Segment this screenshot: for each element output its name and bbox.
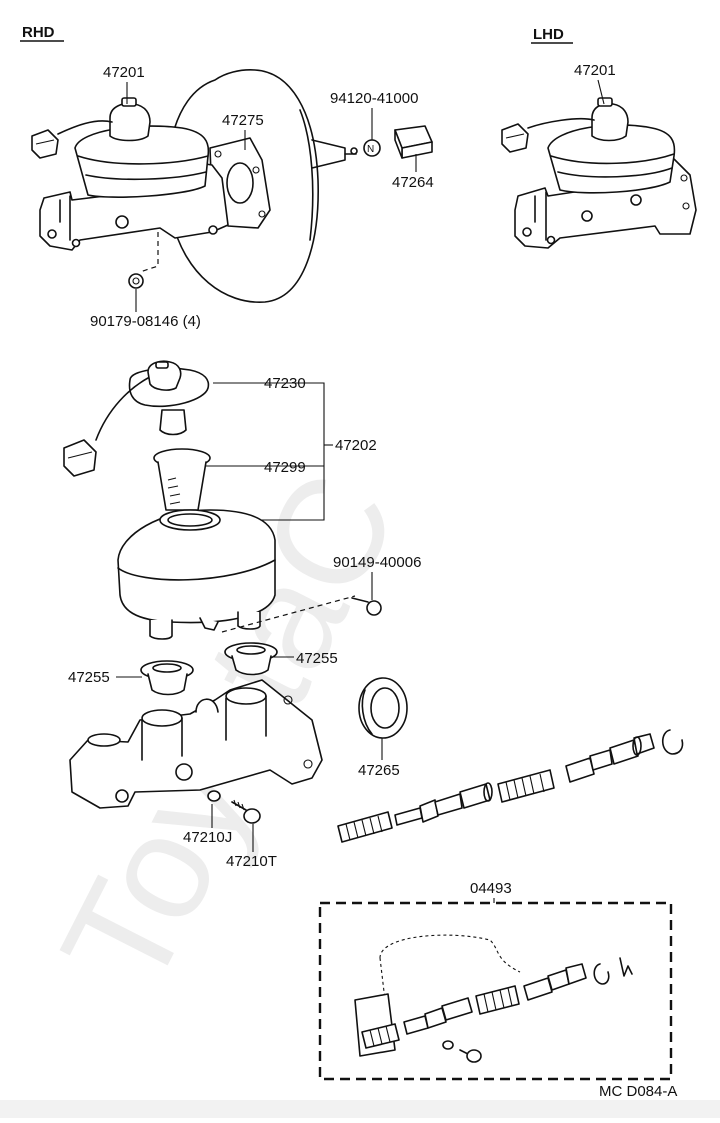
grommet-47255-left bbox=[140, 660, 194, 696]
piston-2 bbox=[565, 733, 655, 783]
piston-1 bbox=[394, 782, 493, 826]
rhd-header: RHD bbox=[22, 24, 55, 41]
label-47201-lhd: 47201 bbox=[574, 62, 616, 79]
bolt-47210T bbox=[231, 799, 261, 824]
label-94120-41000: 94120-41000 bbox=[330, 90, 418, 107]
label-47299: 47299 bbox=[264, 459, 306, 476]
kit-spring-2 bbox=[475, 985, 520, 1015]
kit-piston-1 bbox=[403, 997, 473, 1035]
washer-47210J bbox=[207, 790, 221, 802]
label-47202: 47202 bbox=[335, 437, 377, 454]
grommet-47255-right bbox=[224, 642, 278, 676]
piston-set bbox=[337, 729, 684, 843]
label-47210T: 47210T bbox=[226, 853, 277, 870]
lhd-assembly bbox=[501, 97, 697, 249]
label-47265: 47265 bbox=[358, 762, 400, 779]
label-04493: 04493 bbox=[470, 880, 512, 897]
label-47201-rhd: 47201 bbox=[103, 64, 145, 81]
cylinder-body bbox=[69, 679, 323, 809]
label-47230: 47230 bbox=[264, 375, 306, 392]
label-90179-08146: 90179-08146 (4) bbox=[90, 313, 201, 330]
footer-bar bbox=[0, 1100, 720, 1118]
label-47275: 47275 bbox=[222, 112, 264, 129]
label-47255-left: 47255 bbox=[68, 669, 110, 686]
label-47255-right: 47255 bbox=[296, 650, 338, 667]
flange-nut-90179 bbox=[128, 273, 144, 289]
diagram-code: MC D084-A bbox=[599, 1083, 677, 1100]
snap-ring bbox=[661, 729, 684, 755]
spring-1 bbox=[337, 811, 393, 843]
screw-90149 bbox=[351, 597, 382, 616]
rhd-assembly: N bbox=[31, 69, 433, 303]
master-cylinder-rhd bbox=[31, 97, 229, 251]
kit-spring-1 bbox=[361, 1023, 400, 1049]
kit-piston-2 bbox=[523, 963, 587, 1001]
seal-47265 bbox=[358, 677, 408, 739]
nut-symbol: N bbox=[367, 144, 374, 155]
spring-2 bbox=[497, 769, 555, 803]
label-47264: 47264 bbox=[392, 174, 434, 191]
nut-94120: N bbox=[363, 139, 381, 157]
clevis-47264 bbox=[394, 125, 433, 159]
lhd-header: LHD bbox=[533, 26, 564, 43]
label-47210J: 47210J bbox=[183, 829, 232, 846]
repair-kit-04493 bbox=[318, 901, 673, 1081]
reservoir-exploded bbox=[63, 360, 276, 640]
label-90149-40006: 90149-40006 bbox=[333, 554, 421, 571]
